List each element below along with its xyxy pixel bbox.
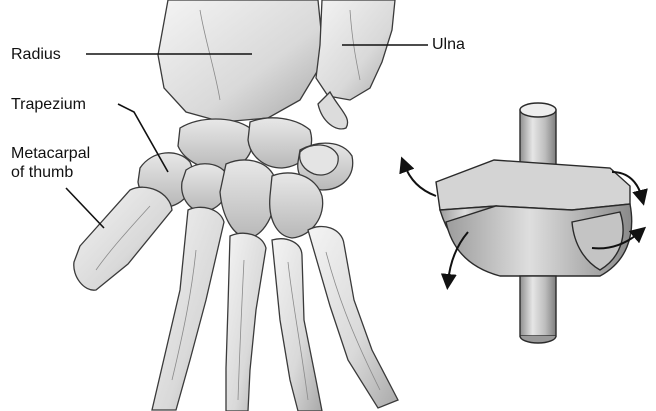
label-metacarpal-line2: of thumb: [11, 163, 90, 182]
middle-metacarpal-bone: [226, 233, 266, 411]
label-ulna: Ulna: [432, 35, 465, 54]
label-radius: Radius: [11, 45, 61, 64]
index-metacarpal-bone: [152, 207, 224, 410]
model-upper-saddle: [436, 160, 630, 210]
metacarpal-leader-line: [66, 188, 104, 228]
little-metacarpal-bone: [308, 226, 398, 408]
hand-bones-drawing: [74, 0, 398, 411]
carpal-capitate: [220, 160, 276, 238]
model-post-bottom-cap: [520, 336, 556, 343]
label-trapezium: Trapezium: [11, 95, 86, 114]
radius-bone: [158, 0, 322, 122]
saddle-joint-model: [436, 103, 632, 343]
label-metacarpal-of-thumb: Metacarpal of thumb: [11, 144, 90, 182]
model-vertical-post-bottom: [520, 276, 556, 336]
arrow-upper-left: [404, 164, 436, 196]
ulna-bone: [316, 0, 395, 100]
label-metacarpal-line1: Metacarpal: [11, 144, 90, 163]
thumb-metacarpal-bone: [74, 187, 172, 290]
model-post-top-cap: [520, 103, 556, 117]
